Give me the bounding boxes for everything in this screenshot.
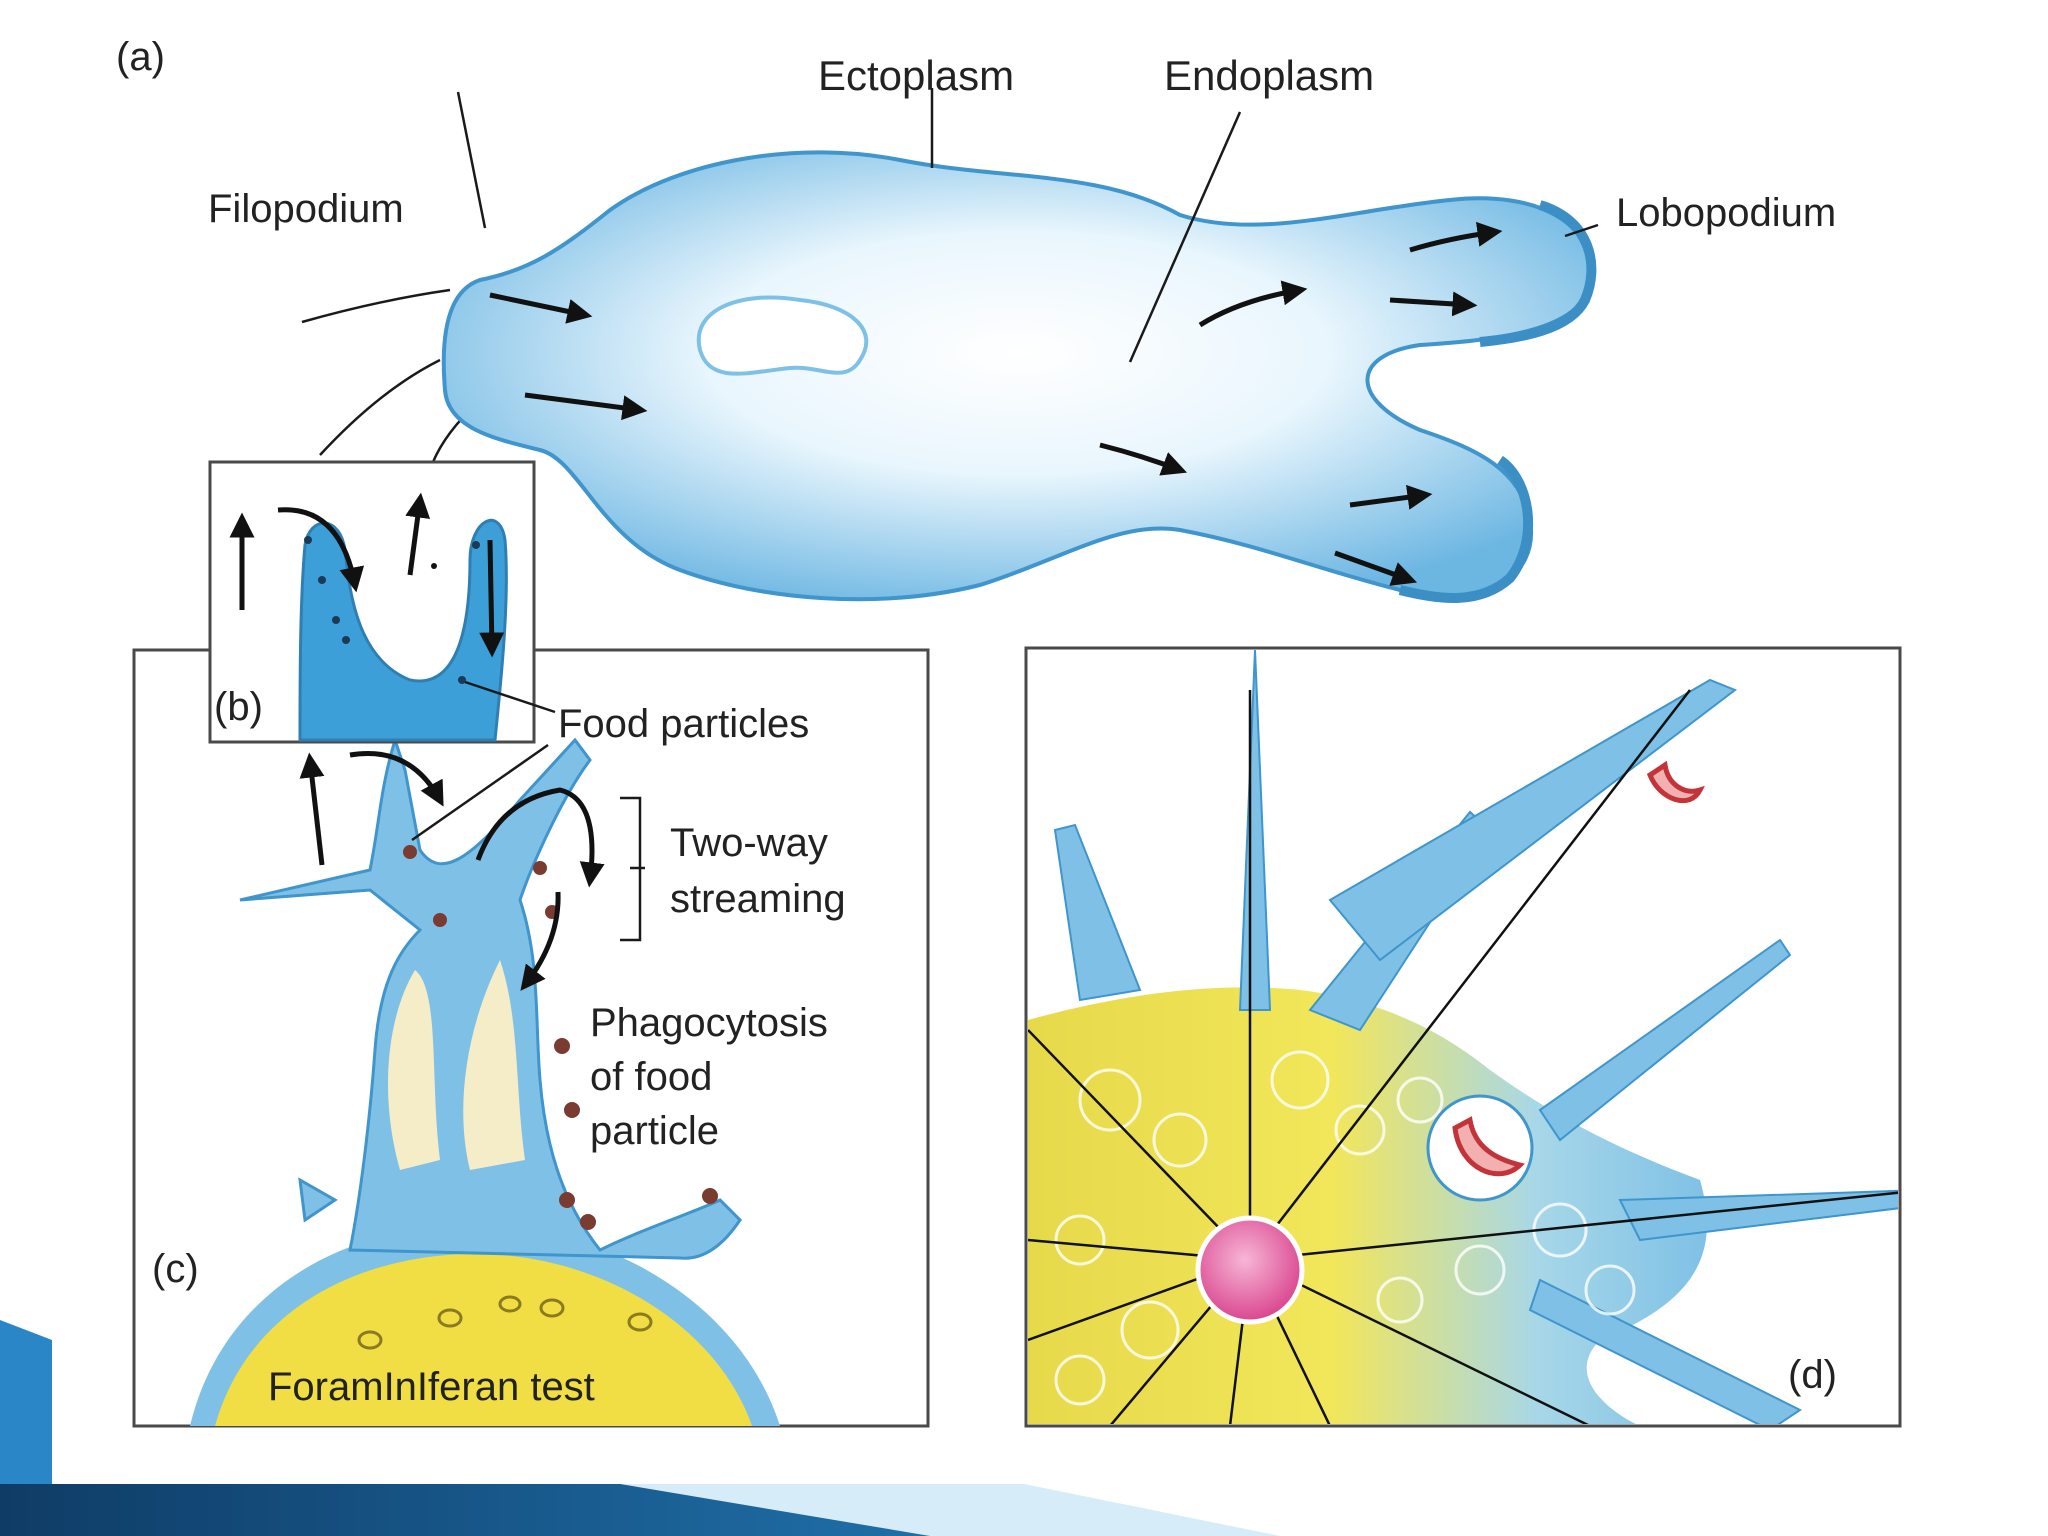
captured-prey <box>1646 760 1705 804</box>
cytoplasm-channel <box>463 960 525 1170</box>
lobopodium-rim <box>1479 200 1597 347</box>
panel-label-b: (b) <box>214 685 263 729</box>
arrow-icon <box>520 891 561 991</box>
test-pores <box>357 1295 653 1350</box>
arrow-icon <box>1099 442 1188 476</box>
pseudopod-stub <box>298 1177 338 1223</box>
filopodium-label: Filopodium <box>208 187 404 231</box>
cell-body <box>1028 987 1707 1424</box>
arrow-icon <box>1389 291 1478 317</box>
amoeba-body <box>441 150 1594 602</box>
food-vacuole-icon <box>1426 1094 1534 1202</box>
arrow-icon <box>524 392 648 421</box>
cytoplasm-channel <box>388 970 440 1170</box>
ectoplasm-label: Ectoplasm <box>818 52 1014 99</box>
food-particles <box>304 536 480 684</box>
arrow-icon <box>405 492 431 576</box>
phagocytosis-label-line3: particle <box>590 1109 719 1153</box>
axonemes <box>1028 689 1898 1424</box>
two-way-label-line1: Two-way <box>670 821 828 865</box>
filopodium-strand <box>301 288 451 324</box>
food-particle <box>431 563 437 569</box>
nucleus <box>696 295 869 376</box>
arrow-icon <box>1349 484 1433 510</box>
arrow-icon <box>475 787 605 888</box>
arrow-icon <box>1334 550 1418 586</box>
arrow-icon <box>1409 221 1503 253</box>
lobopodium-leader <box>1564 223 1599 238</box>
slide-accent <box>0 1320 1280 1536</box>
panel-b: (b) <box>208 460 556 744</box>
panel-label-c: (c) <box>152 1247 199 1291</box>
food-particles <box>403 845 718 1230</box>
foraminiferan-test <box>215 1253 752 1426</box>
lobopodium-rim <box>1398 455 1534 603</box>
arrow-icon <box>277 507 365 593</box>
nucleus-icon <box>1195 1215 1305 1325</box>
bubble-vacuoles <box>1054 1050 1636 1406</box>
panel-d: (d) <box>1024 646 1902 1428</box>
axopodia <box>1053 650 1898 1424</box>
lobopodium-label: Lobopodium <box>1616 191 1836 235</box>
panel-label-a: (a) <box>116 35 165 79</box>
arrow-icon <box>1198 280 1308 328</box>
food-particles-label: Food particles <box>558 702 809 746</box>
two-way-label-line2: streaming <box>670 877 846 921</box>
panel-c: (c) Food particles Two-way streaming Pha… <box>132 648 930 1428</box>
pseudopod-fork <box>298 518 508 742</box>
endoplasm-label: Endoplasm <box>1164 52 1374 99</box>
arrow-icon <box>479 539 505 658</box>
arrow-icon <box>299 752 325 866</box>
foraminiferan-test-label: ForamInIferan test <box>268 1365 595 1409</box>
panel-label-d: (d) <box>1788 1353 1837 1397</box>
phagocytosis-label-line1: Phagocytosis <box>590 1001 828 1045</box>
filopodium-strand <box>456 91 487 229</box>
arrow-icon <box>349 751 444 807</box>
endoplasm-leader <box>1128 111 1242 363</box>
filopodium-strand <box>319 358 441 456</box>
arrow-icon <box>489 292 593 324</box>
phagocytosis-label-line2: of food <box>590 1055 712 1099</box>
food-particles-leader <box>464 680 556 714</box>
food-particles-leader <box>411 743 549 842</box>
panel-a: (a) Ectoplasm Endoplasm Filopodium Lobop… <box>116 35 1836 603</box>
